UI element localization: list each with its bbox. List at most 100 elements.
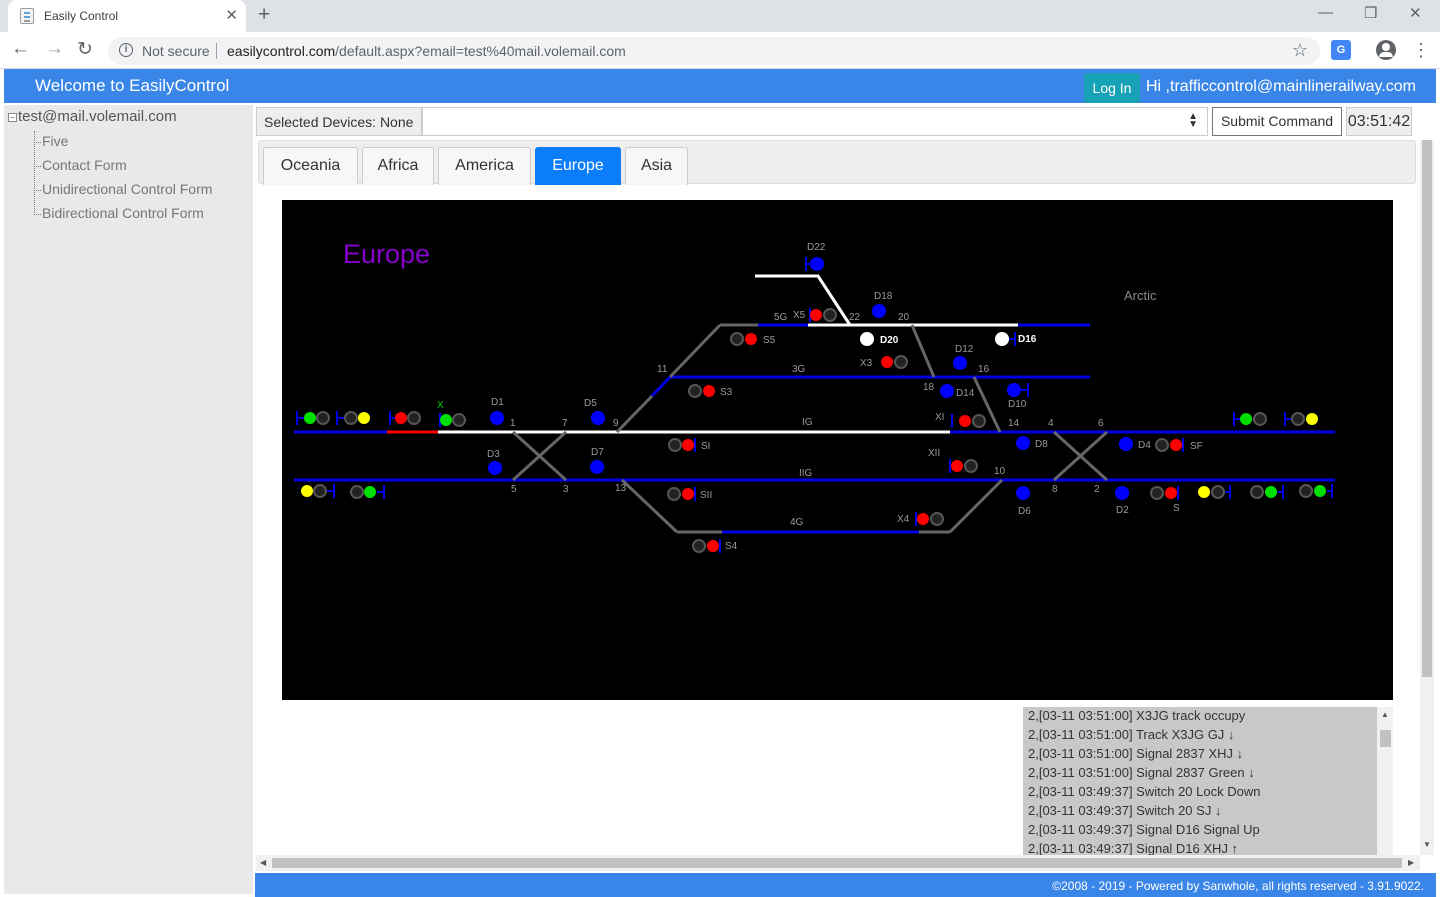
signal-x3[interactable] bbox=[881, 355, 908, 369]
collapse-icon[interactable]: − bbox=[8, 112, 17, 122]
horizontal-scroll-thumb[interactable] bbox=[272, 858, 1402, 868]
tab-africa[interactable]: Africa bbox=[362, 147, 434, 185]
vertical-scroll-thumb[interactable] bbox=[1422, 140, 1432, 677]
signal-x5[interactable] bbox=[809, 308, 837, 322]
signal[interactable] bbox=[1250, 485, 1284, 499]
event-log[interactable]: 2,[03-11 03:51:00] X3JG track occupy 2,[… bbox=[1023, 707, 1393, 855]
browser-tab[interactable]: Easily Control ✕ bbox=[8, 0, 246, 32]
signal-s3[interactable] bbox=[688, 384, 715, 398]
signal-x[interactable] bbox=[439, 413, 466, 427]
label-d8: D8 bbox=[1035, 439, 1048, 450]
signal[interactable] bbox=[1284, 412, 1318, 426]
signal-si[interactable] bbox=[668, 438, 696, 452]
tab-asia[interactable]: Asia bbox=[625, 147, 688, 185]
signal-d1[interactable] bbox=[490, 411, 504, 425]
tab-america[interactable]: America bbox=[438, 147, 531, 185]
label-switch-5: 5 bbox=[511, 484, 517, 495]
info-icon[interactable]: i bbox=[119, 43, 133, 57]
signal-d7[interactable] bbox=[590, 460, 604, 474]
label-switch-2: 2 bbox=[1094, 484, 1100, 495]
tab-europe[interactable]: Europe bbox=[535, 147, 621, 185]
tree-root[interactable]: −test@mail.volemail.com bbox=[8, 108, 177, 125]
sidebar-item-contact-form[interactable]: Contact Form bbox=[34, 157, 127, 173]
signal-d8[interactable] bbox=[1016, 436, 1030, 450]
signal-d4[interactable] bbox=[1119, 437, 1133, 451]
signal-s[interactable] bbox=[1150, 486, 1179, 500]
label-xii: XII bbox=[928, 448, 940, 459]
signal[interactable] bbox=[389, 411, 421, 425]
log-scroll-thumb[interactable] bbox=[1380, 730, 1391, 747]
signal-d18[interactable] bbox=[872, 304, 886, 318]
command-select[interactable]: ▲▼ bbox=[422, 107, 1208, 136]
forward-icon[interactable]: → bbox=[45, 38, 64, 59]
signal-d12[interactable] bbox=[953, 356, 967, 370]
select-arrows-icon: ▲▼ bbox=[1188, 111, 1198, 130]
signal-sii[interactable] bbox=[667, 487, 696, 501]
label-d18: D18 bbox=[874, 291, 893, 302]
signal[interactable] bbox=[296, 411, 330, 425]
scroll-up-icon[interactable]: ▲ bbox=[1381, 710, 1389, 719]
signal-d6[interactable] bbox=[1016, 486, 1030, 500]
label-xi: XI bbox=[935, 412, 944, 423]
sidebar-item-bidirectional-control-form[interactable]: Bidirectional Control Form bbox=[34, 205, 204, 221]
signal-d3[interactable] bbox=[488, 461, 502, 475]
new-tab-icon[interactable]: + bbox=[258, 3, 271, 26]
signal-xii[interactable] bbox=[949, 459, 978, 473]
signal[interactable] bbox=[336, 411, 370, 425]
login-button[interactable]: Log In bbox=[1084, 73, 1140, 103]
signal-d2[interactable] bbox=[1115, 486, 1129, 500]
log-line: 2,[03-11 03:51:00] Signal 2837 Green ↓ bbox=[1028, 765, 1255, 780]
signal-xi[interactable] bbox=[951, 414, 986, 428]
tree-root-label: test@mail.volemail.com bbox=[18, 108, 177, 125]
scroll-right-icon[interactable]: ▶ bbox=[1408, 858, 1415, 867]
signal-d20[interactable] bbox=[860, 332, 874, 346]
page-horizontal-scrollbar[interactable]: ◀ ▶ bbox=[256, 855, 1420, 871]
scroll-down-icon[interactable]: ▼ bbox=[1423, 840, 1431, 849]
omnibox[interactable]: i Not secure easilycontrol.com/default.a… bbox=[108, 37, 1320, 65]
signal[interactable] bbox=[350, 485, 385, 499]
signal[interactable] bbox=[1299, 484, 1333, 498]
signal-d16[interactable] bbox=[995, 332, 1016, 346]
restore-icon[interactable]: ❐ bbox=[1364, 5, 1378, 22]
signal-d5[interactable] bbox=[591, 411, 605, 425]
switch-diagonal bbox=[668, 323, 722, 379]
signal-d22[interactable] bbox=[805, 257, 824, 271]
sidebar: −test@mail.volemail.com Five Contact For… bbox=[4, 105, 253, 894]
signal-s4[interactable] bbox=[692, 539, 721, 553]
page-vertical-scrollbar[interactable]: ▼ bbox=[1420, 140, 1434, 855]
signal[interactable] bbox=[301, 484, 335, 498]
signal-x4[interactable] bbox=[915, 512, 944, 526]
label-x5: X5 bbox=[793, 310, 806, 321]
switch-diagonal bbox=[972, 376, 1002, 433]
reload-icon[interactable]: ↻ bbox=[77, 39, 93, 60]
signal-d10[interactable] bbox=[1007, 383, 1029, 397]
label-d10: D10 bbox=[1008, 399, 1027, 410]
window-close-icon[interactable]: ✕ bbox=[1409, 5, 1422, 22]
back-icon[interactable]: ← bbox=[11, 38, 30, 59]
signal[interactable] bbox=[1198, 485, 1231, 499]
label-switch-4: 4 bbox=[1048, 418, 1054, 429]
signal-d14[interactable] bbox=[940, 384, 954, 398]
signal-sf[interactable] bbox=[1155, 438, 1184, 452]
signal-s5[interactable] bbox=[730, 332, 757, 346]
close-tab-icon[interactable]: ✕ bbox=[225, 7, 238, 24]
scroll-left-icon[interactable]: ◀ bbox=[260, 858, 267, 867]
track-siding-route bbox=[755, 274, 852, 326]
label-3g: 3G bbox=[792, 364, 806, 375]
label-x: X bbox=[437, 400, 444, 411]
minimize-icon[interactable]: — bbox=[1318, 4, 1333, 21]
profile-icon[interactable] bbox=[1376, 40, 1396, 60]
url-text[interactable]: easilycontrol.com/default.aspx?email=tes… bbox=[227, 43, 626, 59]
translate-icon[interactable]: G bbox=[1331, 40, 1351, 60]
log-scrollbar[interactable]: ▲ bbox=[1377, 707, 1393, 855]
submit-command-button[interactable]: Submit Command bbox=[1212, 107, 1342, 136]
signal[interactable] bbox=[1233, 412, 1267, 426]
tab-oceania[interactable]: Oceania bbox=[263, 147, 358, 185]
rail-diagram-svg: Europe Arctic D22 D18 D20 D16 D12 D14 D1… bbox=[294, 239, 1335, 553]
sidebar-item-unidirectional-control-form[interactable]: Unidirectional Control Form bbox=[34, 181, 212, 197]
sidebar-item-five[interactable]: Five bbox=[34, 133, 68, 149]
bookmark-star-icon[interactable]: ☆ bbox=[1291, 40, 1308, 60]
menu-icon[interactable]: ⋮ bbox=[1412, 40, 1430, 60]
switch-diagonal bbox=[650, 375, 672, 398]
label-iig: IIG bbox=[799, 468, 813, 479]
